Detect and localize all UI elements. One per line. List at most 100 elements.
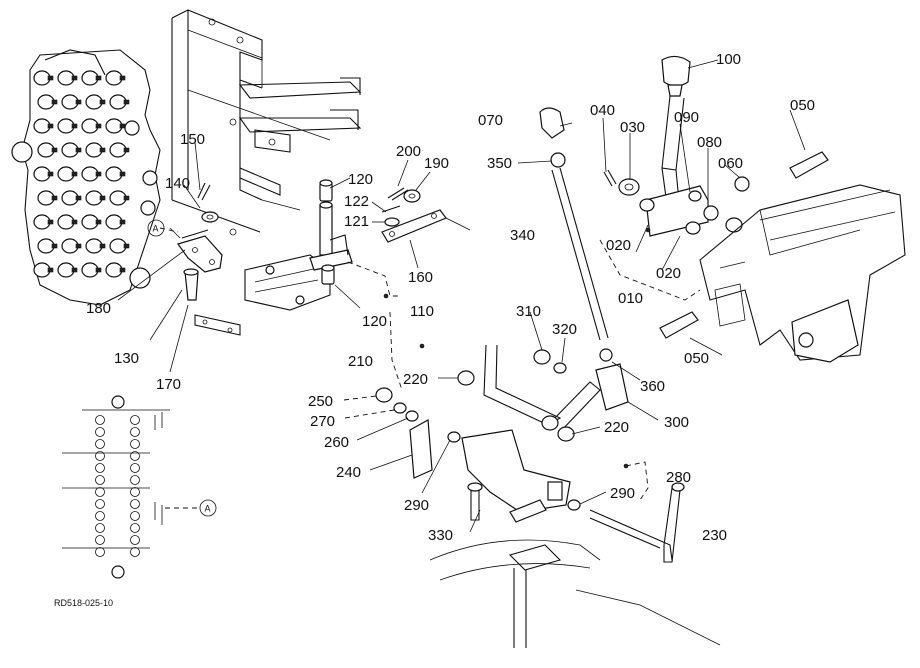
port-circle — [95, 439, 105, 449]
valve-spool-bolt — [95, 171, 102, 177]
valve-spool-bolt — [47, 75, 54, 81]
port-circle — [130, 415, 140, 425]
valve-spool-bolt — [47, 219, 54, 225]
port-circle — [130, 499, 140, 509]
label-120-upper: 120 — [348, 171, 373, 188]
valve-spool-bolt — [71, 171, 78, 177]
valve-spool-cap — [85, 190, 103, 206]
port-circle — [95, 547, 105, 557]
port-circle — [130, 475, 140, 485]
label-122: 122 — [344, 193, 369, 210]
label-130: 130 — [114, 350, 139, 367]
part-number-labels: 100 050 070 040 030 090 080 060 350 340 … — [86, 51, 815, 544]
label-050-lower: 050 — [684, 350, 709, 367]
label-180: 180 — [86, 300, 111, 317]
label-360: 360 — [640, 378, 665, 395]
port-circle — [95, 523, 105, 533]
label-020-left: 020 — [606, 237, 631, 254]
label-150: 150 — [180, 131, 205, 148]
valve-spool-bolt — [47, 123, 54, 129]
valve-spool-bolt — [51, 99, 58, 105]
center-linkage — [375, 344, 685, 563]
label-220-right: 220 — [604, 419, 629, 436]
valve-spool-cap — [81, 262, 99, 278]
control-valve-assembly — [11, 49, 161, 306]
valve-spool-cap — [105, 214, 123, 230]
label-350: 350 — [487, 155, 512, 172]
label-090: 090 — [674, 109, 699, 126]
valve-spool-cap — [37, 238, 55, 254]
valve-spool-cap — [105, 70, 123, 86]
port-circle — [95, 463, 105, 473]
valve-spool-cap — [57, 118, 75, 134]
port-circle — [95, 487, 105, 497]
valve-spool-bolt — [95, 219, 102, 225]
valve-spool-bolt — [123, 243, 130, 249]
valve-spool-bolt — [119, 75, 126, 81]
valve-spool-cap — [109, 238, 127, 254]
label-200: 200 — [396, 143, 421, 160]
valve-spool-bolt — [71, 75, 78, 81]
valve-spool-cap — [105, 118, 123, 134]
valve-spool-bolt — [47, 267, 54, 273]
port-circle — [130, 523, 140, 533]
label-190: 190 — [424, 155, 449, 172]
label-260: 260 — [324, 434, 349, 451]
valve-spool-cap — [105, 166, 123, 182]
shaft-lever-group — [309, 179, 471, 285]
valve-spool-cap — [57, 262, 75, 278]
valve-spool-cap — [33, 70, 51, 86]
leader-lines — [117, 59, 806, 533]
valve-spool-bolt — [99, 195, 106, 201]
reference-dots — [383, 227, 651, 469]
port-circle — [95, 499, 105, 509]
callout-a-upper-letter: A — [153, 224, 159, 234]
valve-spool-cap — [85, 238, 103, 254]
valve-spool-bolt — [75, 147, 82, 153]
label-330: 330 — [428, 527, 453, 544]
valve-spool-bolt — [119, 171, 126, 177]
valve-spool-bolt — [75, 99, 82, 105]
label-220-left: 220 — [403, 371, 428, 388]
valve-spool-bolt — [51, 195, 58, 201]
label-140: 140 — [165, 175, 190, 192]
valve-spool-cap — [37, 94, 55, 110]
mounting-plate — [171, 9, 362, 236]
label-320: 320 — [552, 321, 577, 338]
port-circle — [130, 547, 140, 557]
valve-spool-cap — [81, 166, 99, 182]
valve-spool-bolt — [47, 171, 54, 177]
valve-spool-bolt — [95, 123, 102, 129]
valve-spool-bolt — [123, 195, 130, 201]
label-340: 340 — [510, 227, 535, 244]
port-circle — [130, 535, 140, 545]
label-070: 070 — [478, 112, 503, 129]
port-circle — [130, 511, 140, 521]
valve-spool-cap — [33, 118, 51, 134]
valve-spool-cap — [109, 142, 127, 158]
valve-spool-cap — [33, 214, 51, 230]
label-010: 010 — [618, 290, 643, 307]
label-170: 170 — [156, 376, 181, 393]
pin-and-plate-group — [177, 182, 223, 301]
label-290-right: 290 — [610, 485, 635, 502]
valve-spool-bolt — [71, 219, 78, 225]
valve-spool-cap — [33, 166, 51, 182]
label-110: 110 — [410, 303, 434, 320]
valve-spool-bolt — [119, 219, 126, 225]
label-160: 160 — [408, 269, 433, 286]
valve-spool-bolt — [119, 123, 126, 129]
valve-spool-cap — [61, 94, 79, 110]
label-290-left: 290 — [404, 497, 429, 514]
valve-spool-cap — [57, 70, 75, 86]
valve-spool-bolt — [123, 99, 130, 105]
valve-spool-cap — [81, 70, 99, 86]
label-230: 230 — [702, 527, 727, 544]
valve-spool-bolt — [123, 147, 130, 153]
port-layout-view — [62, 395, 217, 579]
valve-spool-cap — [81, 214, 99, 230]
valve-spool-cap — [85, 142, 103, 158]
label-310: 310 — [516, 303, 541, 320]
valve-spool-cap — [61, 238, 79, 254]
